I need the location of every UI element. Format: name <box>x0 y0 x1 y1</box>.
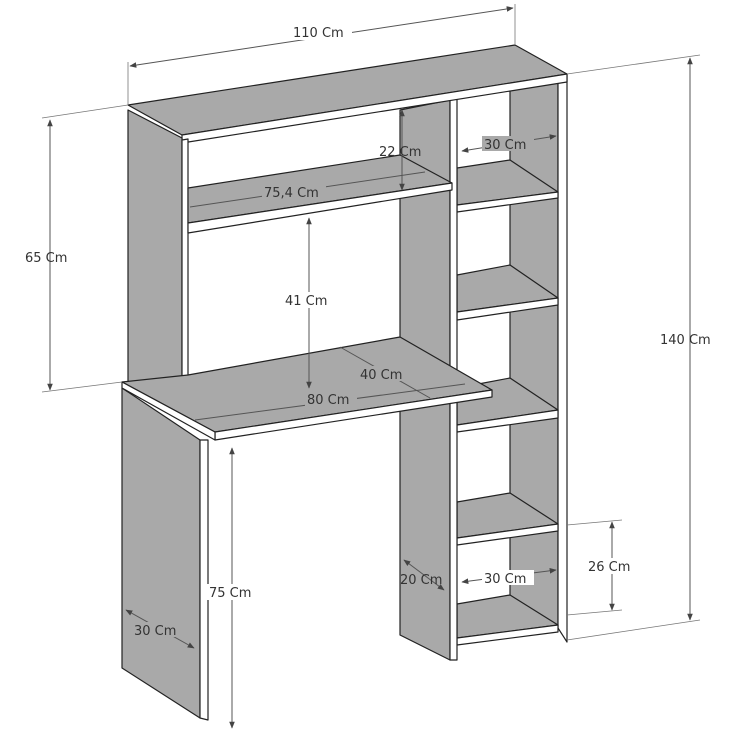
label-hutch-shelf-width: 75,4 Cm <box>264 186 319 201</box>
label-bottom-shelf-gap: 26 Cm <box>588 560 630 575</box>
label-hutch-height: 65 Cm <box>25 251 67 266</box>
label-shelf-depth-top: 30 Cm <box>484 138 526 153</box>
extension-lines <box>41 4 701 641</box>
label-total-width: 110 Cm <box>293 26 344 41</box>
side-shelves <box>456 159 559 646</box>
top-panel <box>127 44 568 144</box>
label-desk-height: 75 Cm <box>209 586 251 601</box>
label-shelf-depth-bottom: 30 Cm <box>484 572 526 587</box>
dimension-labels: 110 Cm 22 Cm 30 Cm 75,4 Cm 65 Cm 41 Cm 1… <box>25 24 711 639</box>
desk-left-leg <box>121 387 209 721</box>
right-side-panel <box>509 73 568 643</box>
label-hutch-opening: 41 Cm <box>285 294 327 309</box>
label-divider-depth: 20 Cm <box>400 573 442 588</box>
dim-20 <box>403 559 445 591</box>
hutch-left-side-panel <box>127 109 189 411</box>
label-leg-depth: 30 Cm <box>134 624 176 639</box>
label-desk-depth: 40 Cm <box>360 368 402 383</box>
label-desk-width: 80 Cm <box>307 393 349 408</box>
label-top-shelf-gap: 22 Cm <box>379 145 421 160</box>
label-total-height: 140 Cm <box>660 333 711 348</box>
